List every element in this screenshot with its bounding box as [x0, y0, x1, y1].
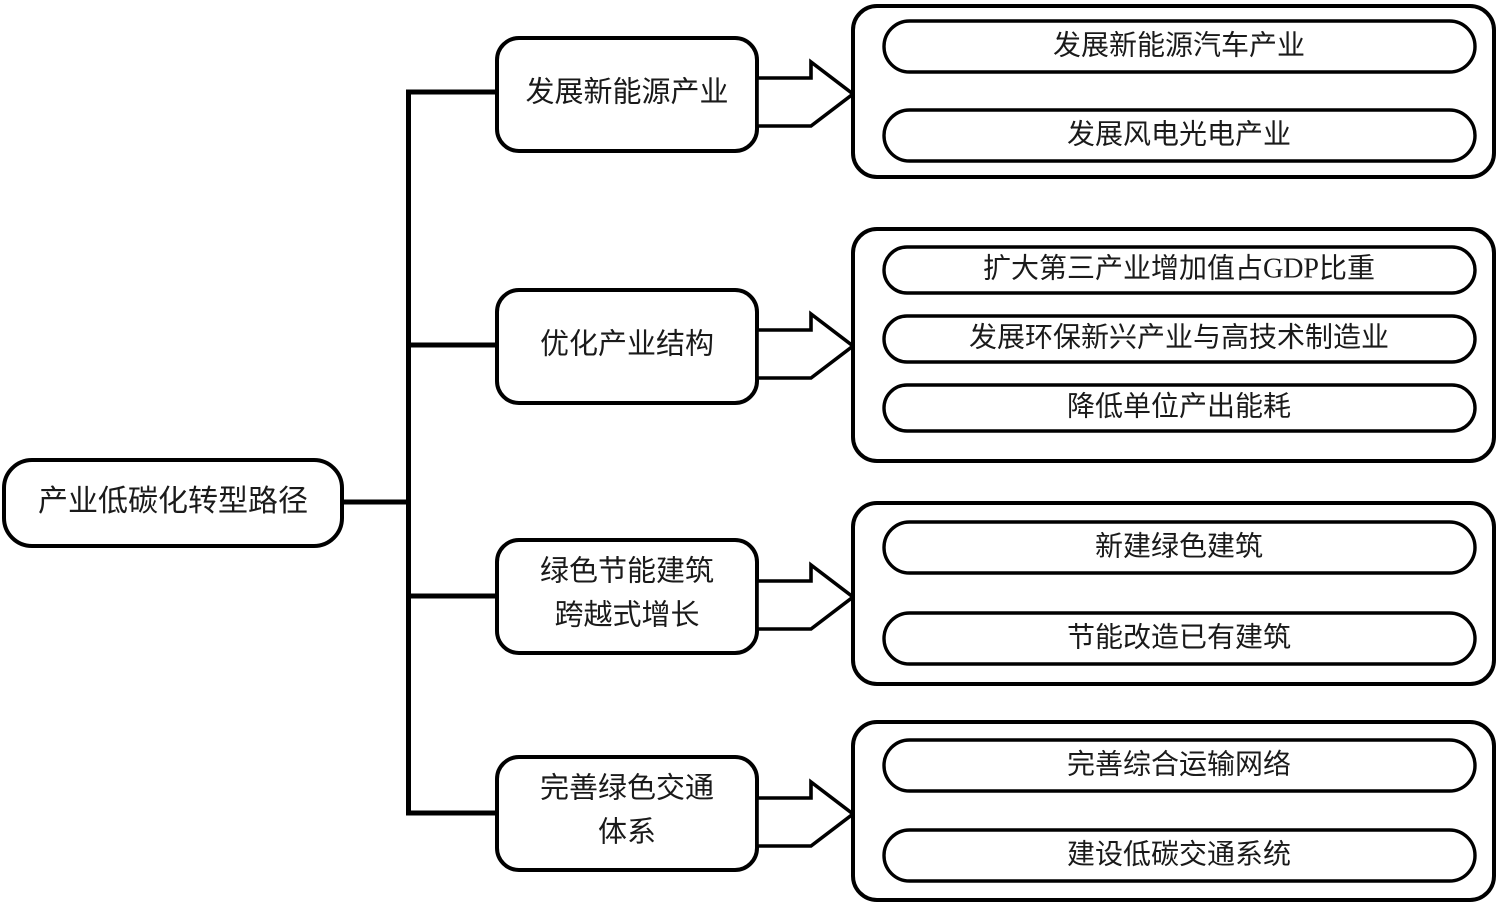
root-node-box[interactable] — [2, 458, 344, 548]
leaf-4-2-label: 建设低碳交通系统 — [1067, 838, 1291, 870]
block-arrow-right-icon-4 — [755, 778, 856, 848]
leaf-1-1-label: 发展新能源汽车产业 — [1053, 29, 1305, 61]
connector-group — [338, 89, 499, 816]
leaf-2-1-label: 扩大第三产业增加值占GDP比重 — [983, 252, 1375, 284]
leaf-1-2-label: 发展风电光电产业 — [1067, 118, 1291, 150]
branch-node-4-label-line1: 完善绿色交通 — [540, 772, 714, 805]
branch-node-1[interactable]: 发展新能源产业 — [495, 36, 759, 153]
leaf-4-2-pill[interactable] — [882, 828, 1477, 883]
root-node[interactable]: 产业低碳化转型路径 — [2, 458, 344, 548]
leaf-4-1-label: 完善综合运输网络 — [1067, 748, 1291, 780]
leaf-2-3-pill[interactable] — [882, 383, 1477, 433]
block-arrow-right-icon-3 — [755, 561, 856, 631]
leaf-1-2-pill[interactable] — [882, 108, 1477, 163]
leaf-3-2-label: 节能改造已有建筑 — [1067, 621, 1291, 653]
leaf-1-1-pill[interactable] — [882, 19, 1477, 74]
branch-node-3-label-line1: 绿色节能建筑 — [540, 555, 714, 588]
leaf-4-1-pill[interactable] — [882, 738, 1477, 793]
leaf-2-2-pill[interactable] — [882, 314, 1477, 364]
branch-node-2[interactable]: 优化产业结构 — [495, 288, 759, 405]
block-arrow-right-icon-1 — [755, 58, 856, 128]
leaf-group-3: 新建绿色建筑 节能改造已有建筑 — [851, 501, 1496, 686]
branch-node-1-label: 发展新能源产业 — [525, 76, 728, 109]
root-node-label: 产业低碳化转型路径 — [38, 485, 308, 518]
leaf-group-1: 发展新能源汽车产业 发展风电光电产业 — [851, 4, 1496, 179]
leaf-3-1-label: 新建绿色建筑 — [1095, 530, 1263, 562]
leaf-group-4: 完善综合运输网络 建设低碳交通系统 — [851, 720, 1496, 902]
branch-node-3-label-line2: 跨越式增长 — [554, 599, 699, 632]
block-arrow-right-icon-2 — [755, 310, 856, 380]
leaf-2-2-label: 发展环保新兴产业与高技术制造业 — [969, 321, 1389, 353]
leaf-3-1-pill[interactable] — [882, 520, 1477, 575]
branch-node-4-label-line2: 体系 — [598, 816, 656, 849]
leaf-2-3-label: 降低单位产出能耗 — [1067, 390, 1291, 422]
branch-node-4[interactable]: 完善绿色交通 体系 — [495, 755, 759, 872]
branch-node-2-label: 优化产业结构 — [540, 328, 714, 361]
branch-node-3[interactable]: 绿色节能建筑 跨越式增长 — [495, 538, 759, 655]
leaf-group-2: 扩大第三产业增加值占GDP比重 发展环保新兴产业与高技术制造业 降低单位产出能耗 — [851, 227, 1496, 463]
leaf-2-1-pill[interactable] — [882, 245, 1477, 295]
leaf-3-2-pill[interactable] — [882, 611, 1477, 666]
